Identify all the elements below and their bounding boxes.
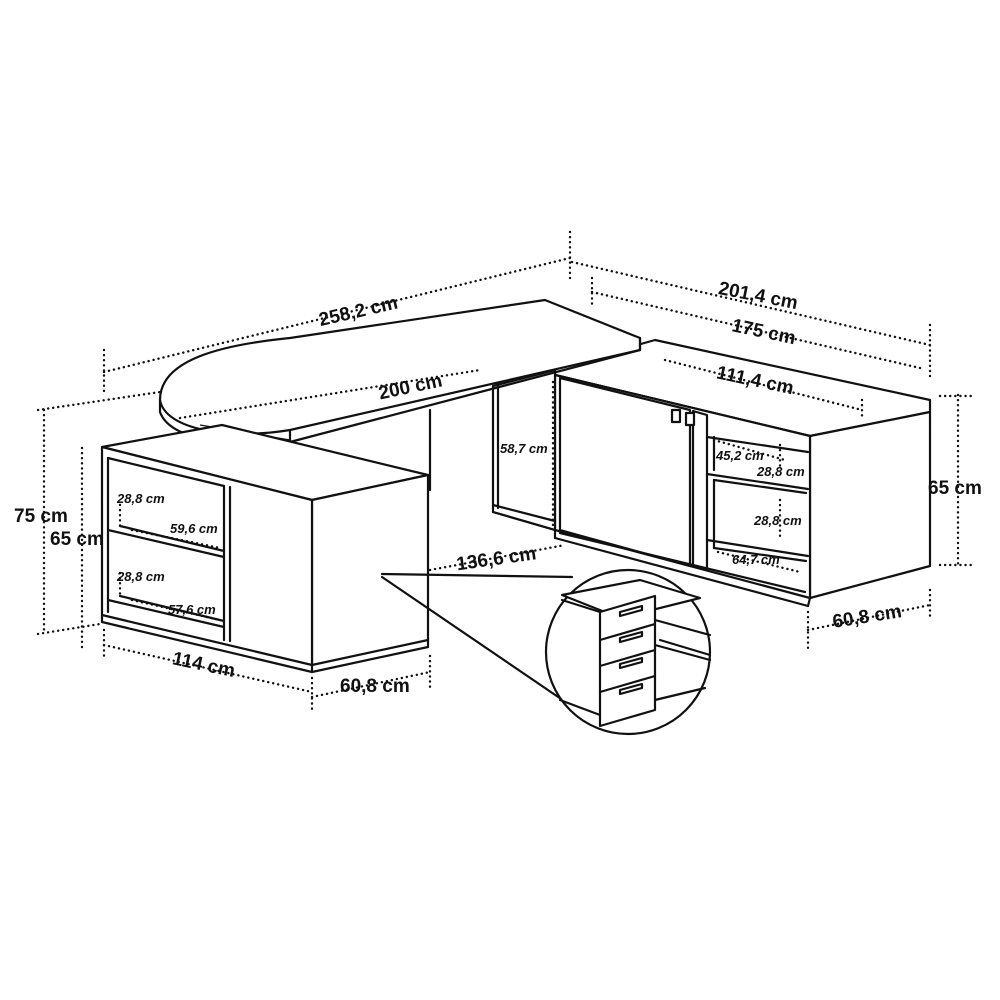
detail-drawer-unit xyxy=(558,578,712,728)
label-right-shelf-bottom-w: 64,7 cm xyxy=(732,552,780,567)
label-left-base-depth: 60,8 cm xyxy=(340,676,410,697)
label-right-cabinet: 175 cm xyxy=(730,315,797,349)
label-left-shelf-lower-w: 57,6 cm xyxy=(168,602,216,617)
label-left-shelf-lower-h: 28,8 cm xyxy=(116,569,165,584)
dimension-lines xyxy=(36,230,977,714)
right-cabinet xyxy=(553,338,932,608)
label-left-shelf-upper-h: 28,8 cm xyxy=(116,491,165,506)
label-center-height: 58,7 cm xyxy=(500,441,548,456)
drawer-detail-callout xyxy=(380,568,712,736)
drawer-handle-icon xyxy=(618,682,644,696)
label-center-span: 136,6 cm xyxy=(455,543,537,575)
label-right-length: 201,4 cm xyxy=(717,278,800,314)
label-height-left: 65 cm xyxy=(50,529,104,550)
label-left-base-length: 114 cm xyxy=(170,648,236,682)
drawer-handle-icon xyxy=(618,604,644,618)
center-panel xyxy=(428,368,557,532)
left-cabinet xyxy=(100,423,430,674)
label-right-shelf-w: 45,2 cm xyxy=(715,448,764,463)
label-right-shelf-h2: 28,8 cm xyxy=(753,513,802,528)
label-left-shelf-upper-w: 59,6 cm xyxy=(170,521,218,536)
drawer-handle-icon xyxy=(618,630,644,644)
label-height-right: 65 cm xyxy=(928,478,982,499)
label-right-depth: 60,8 cm xyxy=(831,601,903,633)
drawer-handle-icon xyxy=(618,656,644,670)
label-right-shelf-h1: 28,8 cm xyxy=(756,464,805,479)
label-height-total: 75 cm xyxy=(14,506,68,527)
